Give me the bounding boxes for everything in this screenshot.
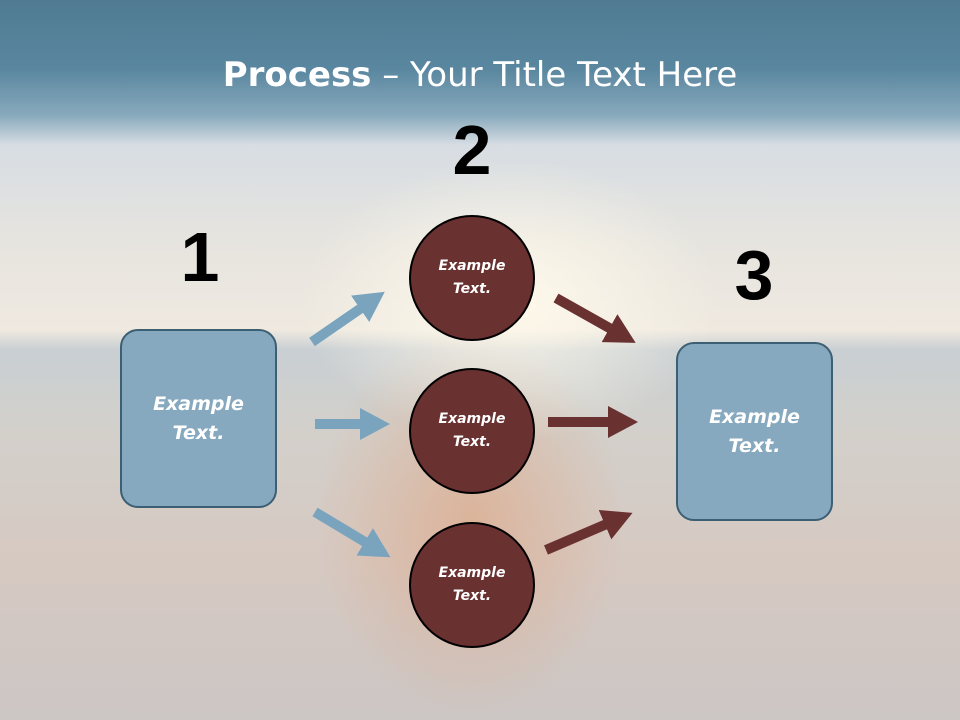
slide-title: Process – Your Title Text Here <box>0 52 960 98</box>
right-process-box[interactable]: Example Text. <box>676 342 833 521</box>
right-box-text: Example Text. <box>709 405 800 457</box>
circle-middle[interactable]: Example Text. <box>409 368 535 494</box>
step-number-1: 1 <box>180 218 220 296</box>
left-box-text: Example Text. <box>153 392 244 444</box>
arrow-from-circle-top <box>553 293 636 343</box>
circle-bottom[interactable]: Example Text. <box>409 522 535 648</box>
step-number-2: 2 <box>452 111 492 189</box>
title-rest: – Your Title Text Here <box>371 55 738 95</box>
circle-top[interactable]: Example Text. <box>409 215 535 341</box>
arrow-to-circle-bottom <box>312 507 391 558</box>
circle-top-text: Example Text. <box>438 258 506 297</box>
circle-middle-text: Example Text. <box>438 411 506 450</box>
arrow-from-circle-bottom <box>544 510 633 555</box>
left-process-box[interactable]: Example Text. <box>120 329 277 508</box>
title-banner <box>0 0 960 145</box>
circle-bottom-text: Example Text. <box>438 565 506 604</box>
step-number-3: 3 <box>734 236 774 314</box>
title-bold: Process <box>222 55 372 95</box>
arrow-to-circle-top <box>309 291 385 347</box>
